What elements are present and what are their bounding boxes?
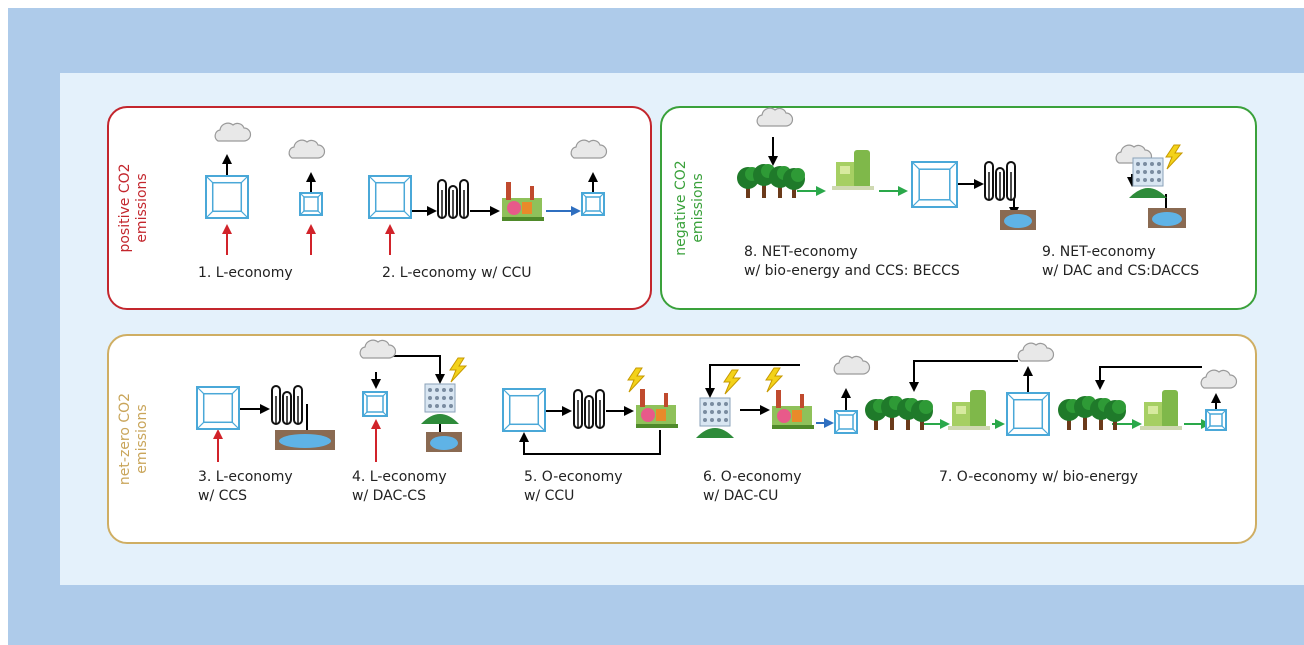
flow-arrow <box>909 360 1018 392</box>
economy-box-icon <box>205 175 249 219</box>
bioenergy-plant-icon <box>1140 390 1182 430</box>
caption-9: 9. NET-economy w/ DAC and CS:DACCS <box>1042 243 1199 281</box>
dac-unit-icon <box>696 397 734 438</box>
caption-5: 5. O-economy w/ CCU <box>524 468 623 506</box>
cloud-icon <box>1017 342 1055 362</box>
icon-layer <box>196 107 1238 452</box>
storage-well-icon <box>1000 210 1036 230</box>
caption-4-line1: 4. L-economy <box>352 469 447 485</box>
caption-5-line2: w/ CCU <box>524 488 575 504</box>
storage-well-icon <box>275 430 335 450</box>
caption-4-line2: w/ DAC-CS <box>352 488 426 504</box>
trees-icon <box>865 396 933 430</box>
lightning-icon <box>449 357 468 383</box>
capture-columns-icon <box>437 179 469 219</box>
capture-columns-icon <box>573 389 605 429</box>
flow-arrow <box>705 364 800 398</box>
caption-1: 1. L-economy <box>198 265 293 281</box>
economy-box-icon <box>1006 392 1050 436</box>
dac-unit-icon <box>421 383 459 424</box>
caption-9-line1: 9. NET-economy <box>1042 244 1156 260</box>
caption-5-line1: 5. O-economy <box>524 469 623 485</box>
storage-well-icon <box>1148 208 1186 228</box>
bioenergy-plant-icon <box>948 390 990 430</box>
factory-icon <box>772 390 814 429</box>
economy-box-icon <box>834 410 858 434</box>
cloud-icon <box>214 122 252 142</box>
bioenergy-plant-icon <box>832 150 874 190</box>
economy-box-icon <box>911 161 958 208</box>
caption-7: 7. O-economy w/ bio-energy <box>939 469 1139 485</box>
capture-columns-icon <box>984 161 1016 201</box>
economy-box-icon <box>196 386 240 430</box>
caption-9-line2: w/ DAC and CS:DACCS <box>1042 263 1200 279</box>
flow-arrow <box>390 355 445 384</box>
economy-box-icon <box>299 192 323 216</box>
caption-6: 6. O-economy w/ DAC-CU <box>703 468 802 506</box>
flow-arrows <box>213 137 1221 462</box>
flow-arrow <box>1095 366 1202 390</box>
economy-box-icon <box>368 175 412 219</box>
cloud-icon <box>288 139 326 159</box>
caption-6-line2: w/ DAC-CU <box>703 488 779 504</box>
economy-box-icon <box>362 391 388 417</box>
trees-icon <box>737 164 805 198</box>
lightning-icon <box>723 369 742 395</box>
economy-box-icon <box>1205 409 1227 431</box>
lightning-icon <box>1165 144 1184 170</box>
caption-3-line2: w/ CCS <box>198 488 248 504</box>
trees-icon <box>1058 396 1126 430</box>
economy-box-icon <box>502 388 546 432</box>
factory-icon <box>636 389 678 428</box>
cloud-icon <box>570 139 608 159</box>
caption-6-line1: 6. O-economy <box>703 469 802 485</box>
economy-box-icon <box>581 192 605 216</box>
lightning-icon <box>765 367 784 393</box>
storage-well-icon <box>426 432 462 452</box>
factory-icon <box>502 182 544 221</box>
caption-8: 8. NET-economy w/ bio-energy and CCS: BE… <box>744 243 960 281</box>
flow-arrow <box>519 430 661 455</box>
caption-8-line1: 8. NET-economy <box>744 244 858 260</box>
capture-columns-icon <box>271 385 303 425</box>
caption-8-line2: w/ bio-energy and CCS: BECCS <box>744 263 960 279</box>
cloud-icon <box>756 107 794 127</box>
cloud-icon <box>833 355 871 375</box>
caption-3-line1: 3. L-economy <box>198 469 293 485</box>
caption-4: 4. L-economy w/ DAC-CS <box>352 468 447 506</box>
positive-emissions-panel <box>107 106 652 310</box>
dac-unit-icon <box>1129 157 1167 198</box>
caption-2: 2. L-economy w/ CCU <box>382 265 532 281</box>
lightning-icon <box>627 367 646 393</box>
caption-3: 3. L-economy w/ CCS <box>198 468 293 506</box>
cloud-icon <box>359 339 397 359</box>
cloud-icon <box>1200 369 1238 389</box>
